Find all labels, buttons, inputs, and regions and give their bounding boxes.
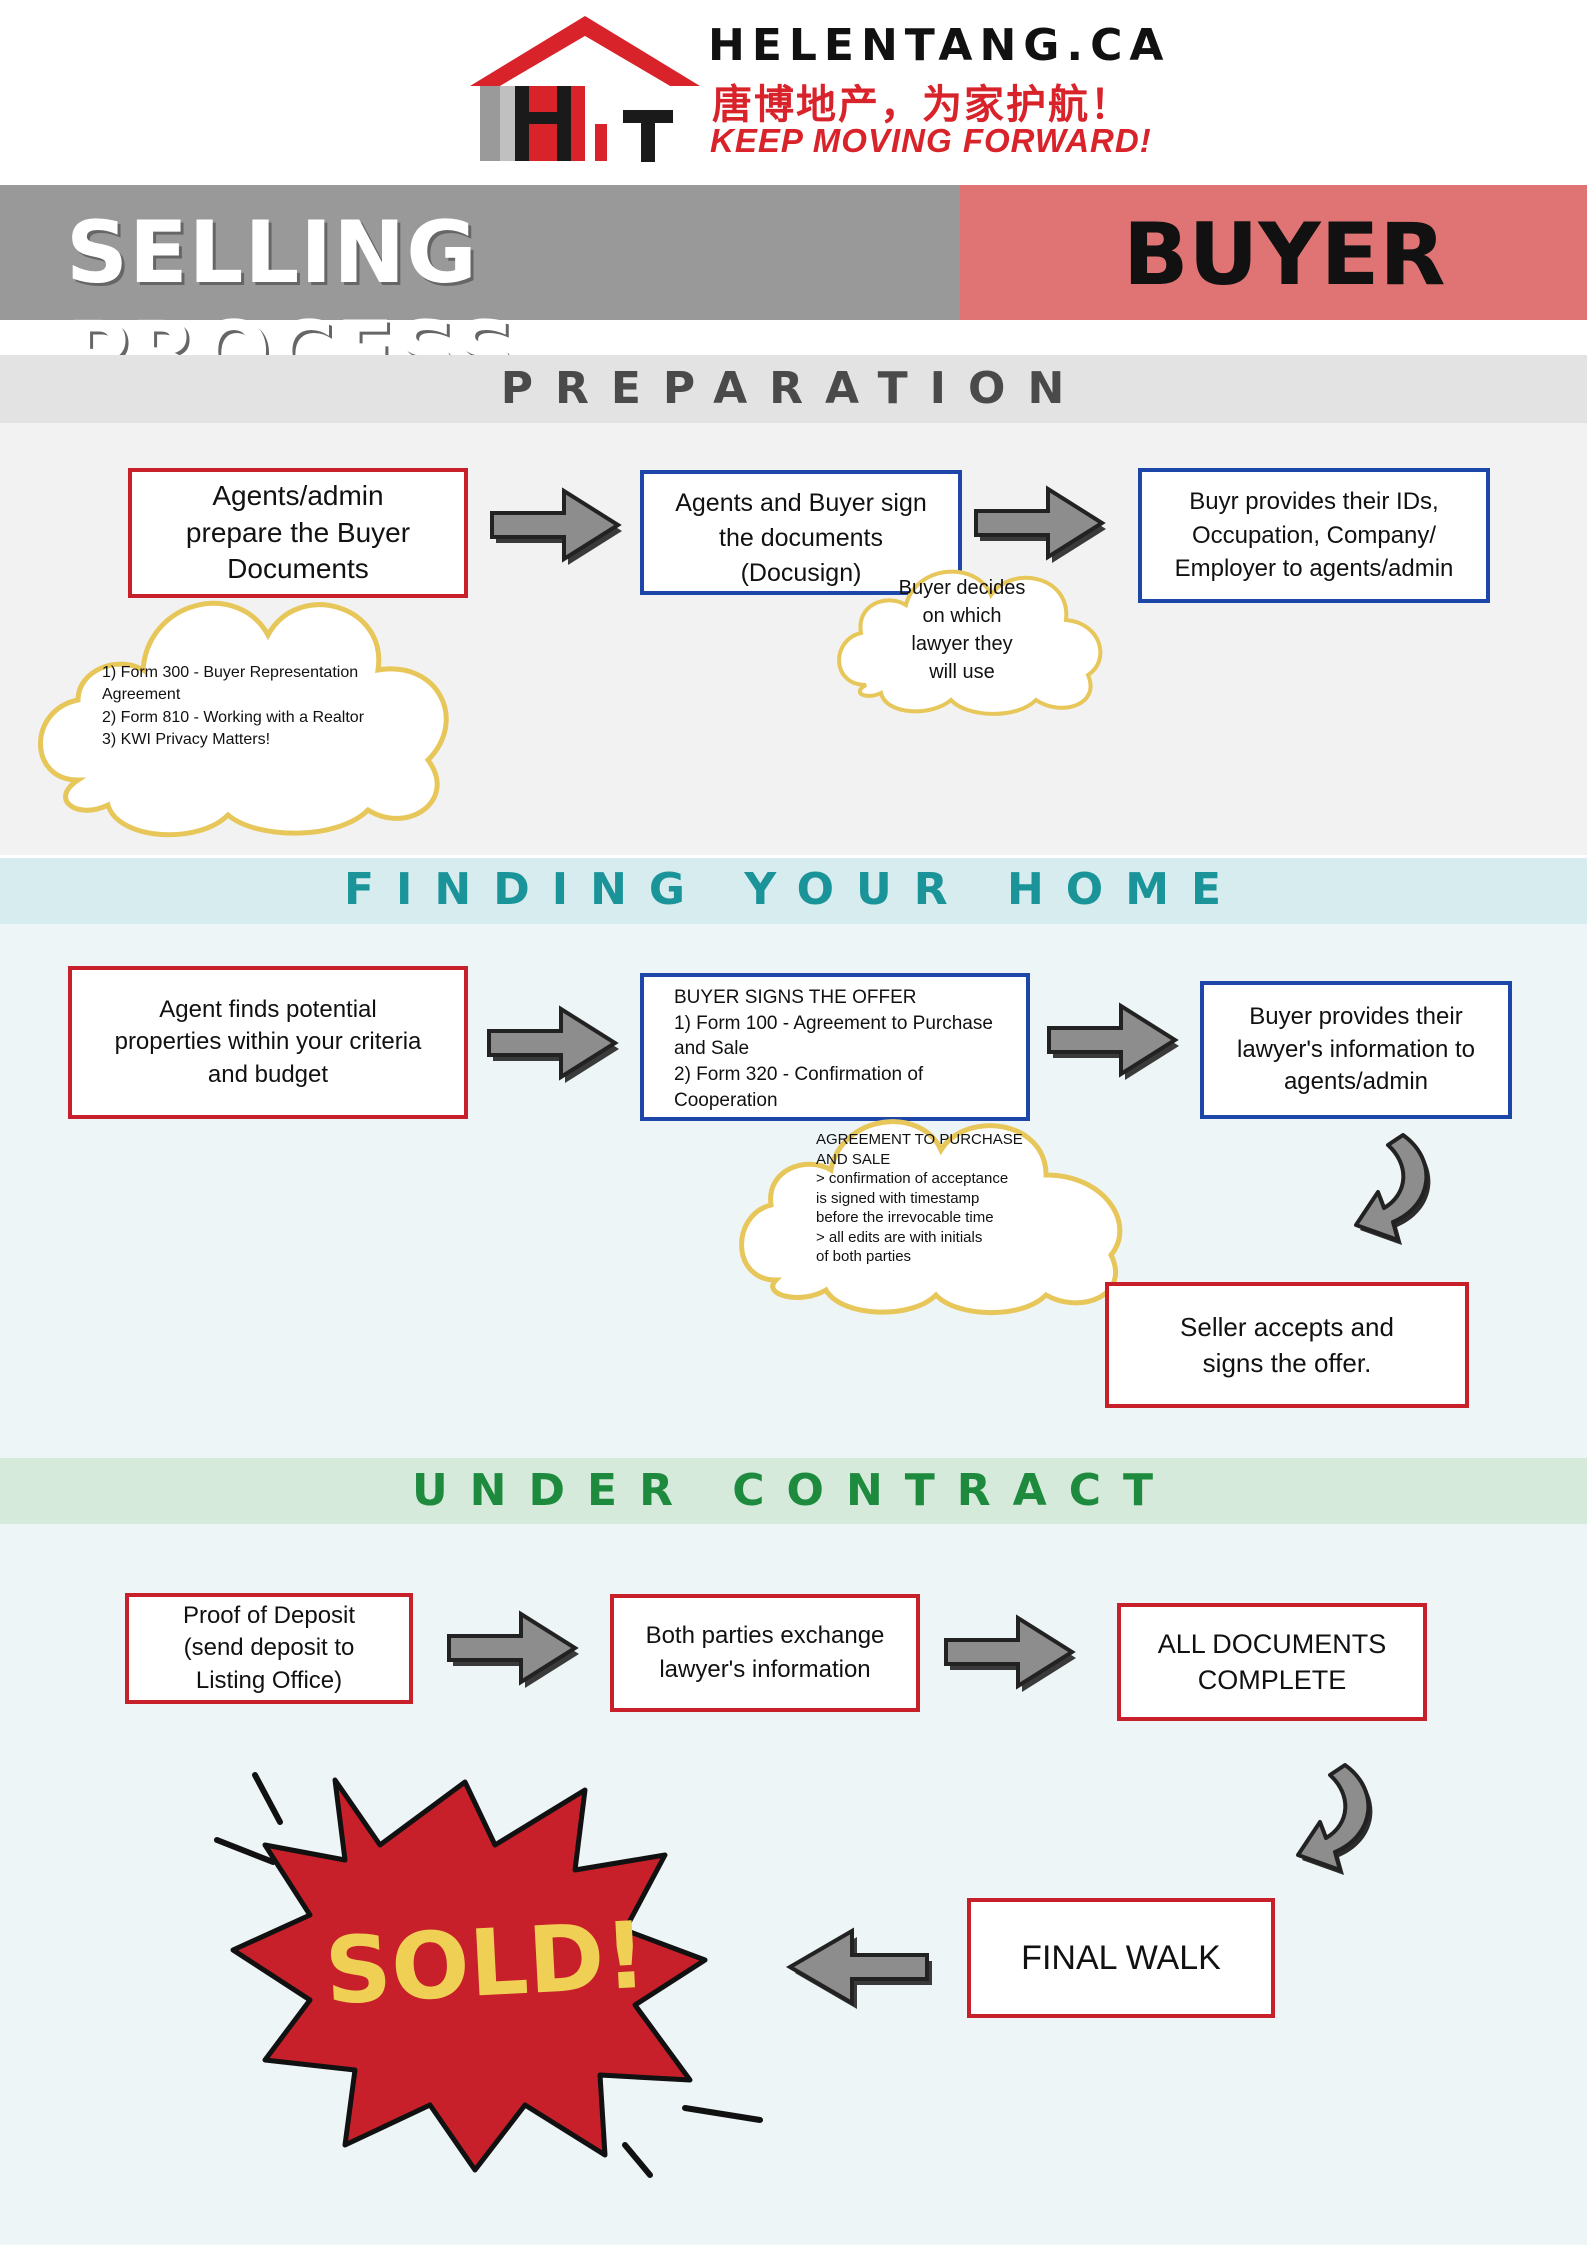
header: HELENTANG.CA 唐博地产，为家护航！ KEEP MOVING FORW…: [0, 0, 1587, 185]
preparation-title: PREPARATION: [500, 363, 1087, 414]
contract-step-3: ALL DOCUMENTS COMPLETE: [1117, 1603, 1427, 1721]
brand-slogan: KEEP MOVING FORWARD!: [710, 122, 1152, 159]
finding-step-4: Seller accepts and signs the offer.: [1105, 1282, 1469, 1408]
cloud-icon: [38, 600, 449, 838]
contract-step-1: Proof of Deposit (send deposit to Listin…: [125, 1593, 413, 1704]
finding-step-2-note: AGREEMENT TO PURCHASE AND SALE > confirm…: [816, 1131, 1023, 1265]
contract-band: [0, 1458, 1587, 1524]
burst-icon: [214, 1772, 763, 2178]
prep-step-1-text: Agents/admin prepare the Buyer Documents: [185, 480, 411, 585]
prep-step-2: Agents and Buyer sign the documents (Doc…: [640, 470, 962, 595]
arrow-right-icon: [490, 487, 622, 565]
house-roof-icon: [470, 16, 700, 162]
preparation-band: [0, 355, 1587, 423]
site-name: HELENTANG.CA: [708, 20, 1171, 71]
prep-step-2-note: Buyer decides on which lawyer they will …: [898, 577, 1026, 683]
finding-step-1-text: Agent finds potential properties within …: [114, 995, 422, 1088]
contract-step-1-text: Proof of Deposit (send deposit to Listin…: [182, 1601, 356, 1694]
arrow-right-icon: [447, 1610, 579, 1688]
finding-step-2-text: BUYER SIGNS THE OFFER 1) Form 100 - Agre…: [674, 987, 993, 1111]
arrow-right-icon: [944, 1614, 1076, 1692]
contract-step-3-text: ALL DOCUMENTS COMPLETE: [1157, 1628, 1387, 1695]
banner-right-title: BUYER: [1123, 205, 1446, 305]
brand-chinese: 唐博地产，为家护航！: [712, 83, 1132, 127]
arrow-curved-down-icon: [1296, 1763, 1373, 1875]
prep-step-1-note: 1) Form 300 - Buyer Representation Agree…: [102, 664, 365, 749]
banner-right: BUYER: [960, 185, 1587, 320]
arrow-left-icon: [786, 1927, 932, 2009]
contract-step-4: FINAL WALK: [967, 1898, 1275, 2018]
finding-step-3: Buyer provides their lawyer's informatio…: [1200, 981, 1512, 1119]
finding-step-3-text: Buyer provides their lawyer's informatio…: [1236, 1003, 1475, 1096]
arrow-curved-down-icon: [1354, 1133, 1431, 1245]
arrow-right-icon: [974, 485, 1106, 563]
contract-step-4-text: FINAL WALK: [1021, 1938, 1221, 1977]
cloud-icon: [837, 569, 1103, 716]
contract-step-2-text: Both parties exchange lawyer's informati…: [645, 1622, 885, 1683]
arrow-right-icon: [487, 1005, 619, 1083]
finding-band: [0, 858, 1587, 924]
finding-step-1: Agent finds potential properties within …: [68, 966, 468, 1119]
finding-step-4-text: Seller accepts and signs the offer.: [1180, 1311, 1394, 1378]
prep-step-3-text: Buyr provides their IDs, Occupation, Com…: [1174, 488, 1454, 583]
prep-step-1: Agents/admin prepare the Buyer Documents: [128, 468, 468, 598]
finding-step-2: BUYER SIGNS THE OFFER 1) Form 100 - Agre…: [640, 973, 1030, 1121]
finding-title: FINDING YOUR HOME: [343, 864, 1244, 915]
contract-step-2: Both parties exchange lawyer's informati…: [610, 1594, 920, 1712]
sold-label: SOLD!: [322, 1901, 650, 2026]
cloud-icon: [739, 1119, 1123, 1316]
prep-step-3: Buyr provides their IDs, Occupation, Com…: [1138, 468, 1490, 603]
arrow-right-icon: [1047, 1002, 1179, 1080]
prep-step-2-text: Agents and Buyer sign the documents (Doc…: [675, 489, 927, 587]
contract-title: UNDER CONTRACT: [411, 1465, 1176, 1516]
banner-left: SELLING PROCESS: [0, 185, 960, 403]
